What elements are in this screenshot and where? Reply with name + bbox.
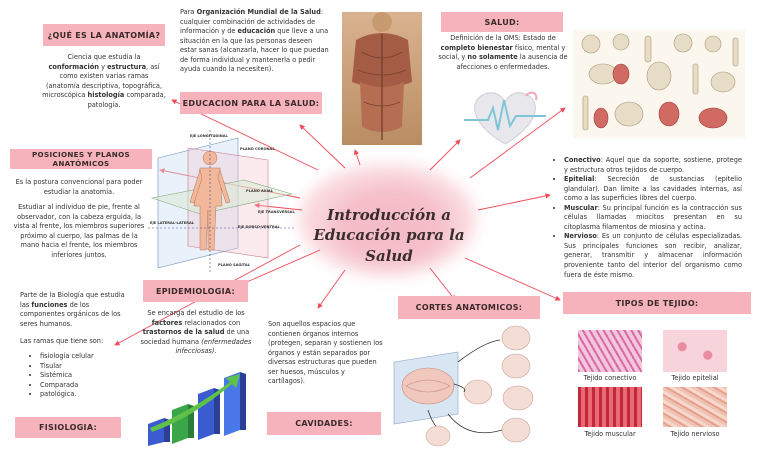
tejido-epitelial-caption: Tejido epitelial: [671, 374, 719, 382]
fisiologia-ramas-label: Las ramas que tiene son:: [20, 337, 104, 345]
tejidos-list: Conectivo: Aquel que da soporte, sostien…: [552, 156, 742, 280]
arrow-planos: [254, 202, 303, 211]
arrow-salud: [429, 139, 461, 171]
tejido-item: Muscular: Su principal función es la con…: [564, 204, 742, 233]
growth-bars-icon: [148, 372, 246, 446]
tejido-muscular-caption: Tejido muscular: [584, 430, 636, 438]
salud-heading: SALUD:: [441, 12, 563, 32]
brain-sections-figure: [393, 325, 534, 447]
tejido-conectivo-caption: Tejido conectivo: [583, 374, 637, 382]
tejido-item-name: Nervioso: [564, 232, 597, 241]
tejido-item-text: : Secreción de sustancias (epitelio glan…: [564, 175, 742, 203]
rama-item: fisiología celular: [40, 352, 128, 362]
fisiologia-text: Parte de la Biología que estudia las fun…: [20, 291, 125, 328]
back-muscles-image: [342, 12, 422, 145]
fisiologia-ramas-list: fisiología celularTisularSistémicaCompar…: [28, 352, 128, 400]
label-eje-transversal: EJE TRANSVERSAL: [258, 210, 295, 214]
cavidades-heading: CAVIDADES:: [267, 412, 381, 435]
posiciones-text-1: Es la postura convencional para poder es…: [15, 178, 143, 196]
anatomy-bones-image: [573, 30, 745, 138]
tejido-item: Conectivo: Aquel que da soporte, sostien…: [564, 156, 742, 175]
anatomia-heading: ¿QUÉ ES LA ANATOMÍA?: [43, 24, 165, 46]
arrow-cortes: [429, 267, 456, 301]
label-eje-lateral: EJE LATERAL-LATERAL: [150, 221, 195, 225]
tejido-item: Nervioso: Es un conjunto de células espe…: [564, 232, 742, 280]
anatomical-planes-figure: EJE LONGITUDINAL PLANO CORONAL PLANO AXI…: [148, 130, 296, 272]
label-plano-axial: PLANO AXIAL: [246, 189, 274, 193]
educacion-heading: EDUCACION PARA LA SALUD:: [180, 92, 322, 114]
posiciones-heading: POSICIONES Y PLANOS ANATÓMICOS: [10, 149, 152, 169]
educacion-text: Para Organización Mundial de la Salud: c…: [180, 8, 329, 74]
tejido-conectivo-image: [578, 330, 642, 372]
arrow-image: [353, 149, 361, 166]
cortes-heading: CORTES ANATOMICOS:: [398, 296, 540, 319]
tejido-item-name: Epitelial: [564, 175, 595, 184]
label-plano-sagital: PLANO SAGITAL: [218, 263, 251, 267]
tipos-tejido-heading: TIPOS DE TEJIDO:: [563, 292, 751, 314]
cavidades-text: Son aquellos espacios que contienen órga…: [268, 320, 383, 386]
arrow-cavidades: [317, 269, 346, 309]
rama-item: patológica.: [40, 390, 128, 400]
posiciones-text-2: Estudiar al individuo de pie, frente al …: [13, 203, 145, 259]
fisiologia-heading: FISIOLOGIA:: [15, 417, 121, 438]
salud-text: Definición de la OMS: Estado de completo…: [438, 34, 568, 71]
arrow-tejidos: [477, 193, 551, 211]
tejido-nervioso-image: [663, 387, 727, 427]
tejido-item-text: : Su principal función es la contracción…: [564, 203, 742, 231]
main-title: Introducción a Educación para la Salud: [313, 206, 465, 265]
watercolor-blob: [330, 185, 450, 265]
rama-item: Tisular: [40, 362, 128, 372]
label-plano-coronal: PLANO CORONAL: [240, 147, 275, 151]
tejido-item-name: Muscular: [564, 203, 598, 212]
arrow-huesos: [469, 107, 566, 179]
rama-item: Comparada: [40, 381, 128, 391]
heartbeat-icon: [464, 91, 546, 145]
label-eje-longitudinal: EJE LONGITUDINAL: [190, 134, 228, 138]
tejido-item-text: : Aquel que da soporte, sostiene, proteg…: [564, 156, 742, 174]
tejido-nervioso-caption: Tejido nervioso: [670, 430, 720, 438]
epidemiologia-text: Se encarga del estudio de los factores r…: [140, 309, 252, 356]
tejido-muscular-image: [578, 387, 642, 427]
arrow-epidemio: [239, 249, 321, 286]
tejido-epitelial-image: [663, 330, 727, 372]
tejido-item-text: : Es un conjunto de células especializad…: [564, 232, 742, 279]
label-eje-dorsoventral: EJE DORSO-VENTRAL: [238, 225, 280, 229]
arrow-tipos: [464, 257, 561, 301]
anatomia-text: Ciencia que estudia la conformación y es…: [42, 53, 166, 109]
epidemiologia-heading: EPIDEMIOLOGIA:: [143, 280, 248, 302]
arrow-educacion: [299, 124, 346, 169]
tejido-item: Epitelial: Secreción de sustancias (epit…: [564, 175, 742, 204]
rama-item: Sistémica: [40, 371, 128, 381]
tejido-item-name: Conectivo: [564, 156, 601, 164]
